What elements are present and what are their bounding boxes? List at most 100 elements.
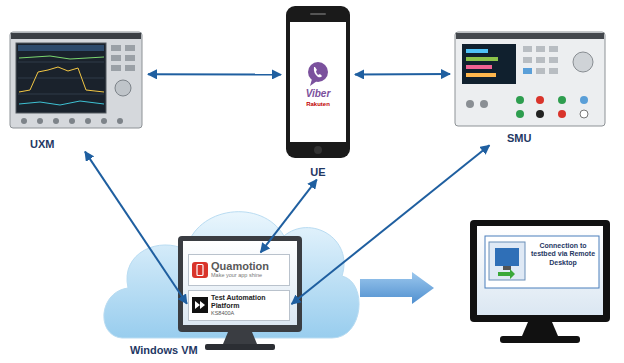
monitor-base [205,344,275,350]
phone-node: ViberRakutenUE [283,4,353,178]
button [111,45,121,51]
smu-instrument [455,32,605,126]
terminal [516,110,524,118]
viber-logo [310,79,317,86]
viber-logo [308,62,328,82]
monitor-base [500,336,580,343]
icon-arrows [195,301,205,309]
button [536,46,545,52]
phone-body [286,6,350,158]
viber-logo [314,67,322,77]
cloud-shape [104,212,359,338]
phone-screen [290,22,346,142]
bidirectional-arrow [261,180,317,253]
instrument-body [10,32,142,128]
instrument-node: SMU [452,28,608,144]
tap-icon [192,297,208,313]
icon-ground [192,262,208,278]
software-tagline: Make your app shine [211,272,286,279]
screen-reading [466,65,492,69]
monitor-screen [477,226,603,315]
remote-monitor [470,220,610,343]
knob [115,80,131,96]
button [536,68,545,74]
button [536,57,545,63]
connector [69,118,75,124]
connector [117,118,123,124]
spectrum-trace [19,101,104,105]
phone-speaker [310,13,326,15]
connector [21,118,27,124]
vm-monitor [178,236,302,350]
monitor-stand [522,322,558,336]
button [111,55,121,61]
button [549,68,558,74]
button [125,65,135,71]
monitor-screen [183,241,297,325]
button [523,46,532,52]
icon-phone [197,265,203,276]
connector [85,118,91,124]
dialog-box [485,236,599,288]
phone [286,6,350,158]
model-number: KS8400A [211,310,286,317]
connector [101,118,107,124]
vm-region: Windows VM QuamotionMake your app shineTe… [112,196,358,358]
connector [53,118,59,124]
screen-grid [18,78,104,79]
screen-grid [18,94,104,95]
connectors [85,74,489,304]
terminal [580,110,588,118]
terminal [516,96,524,104]
terminal [558,96,566,104]
screen-header [18,45,104,51]
software-name: Test Automation Platform [211,294,286,310]
dialog-text: Connection to testbed via Remote Desktop [530,242,596,267]
instrument-screen [462,44,516,84]
device-label: UE [283,166,353,178]
button [125,55,135,61]
button [549,46,558,52]
block-arrow [360,272,434,304]
monitor-frame [178,236,302,332]
button [125,45,135,51]
button [523,57,532,63]
region-label: Windows VM [130,344,198,356]
software-box: Test Automation PlatformKS8400A [188,290,290,321]
knob [573,52,593,72]
software-name: Quamotion [211,261,286,273]
spectrum-trace [19,67,104,92]
instrument-top-strip [456,33,604,39]
bidirectional-arrow [355,73,450,75]
device-label: UXM [30,138,54,150]
bidirectional-arrow [148,73,281,75]
button [523,68,532,74]
screen-reading [466,49,488,53]
terminal [580,96,588,104]
software-box: QuamotionMake your app shine [188,254,290,286]
quamotion-icon [192,262,208,278]
monitor-stand [223,332,257,344]
app-logo-text: Viber [283,88,353,99]
rdp-icon [498,269,515,279]
terminal [536,96,544,104]
terminal [558,110,566,118]
button [549,57,558,63]
instrument-node: UXM [8,28,146,150]
rdp-icon [503,266,511,270]
icon-ground [192,297,208,313]
rdp-icon [495,248,519,266]
terminal [536,110,544,118]
instrument-screen [16,43,106,113]
device-label: SMU [507,132,531,144]
uxm-instrument [10,32,142,128]
screen-grid [18,62,104,63]
spectrum-trace [19,56,104,59]
terminal [480,100,488,108]
bidirectional-arrow [85,152,187,304]
instrument-top-strip [11,33,141,39]
remote-monitor-node: Connection to testbed via Remote Desktop [436,216,612,350]
terminal [466,100,474,108]
